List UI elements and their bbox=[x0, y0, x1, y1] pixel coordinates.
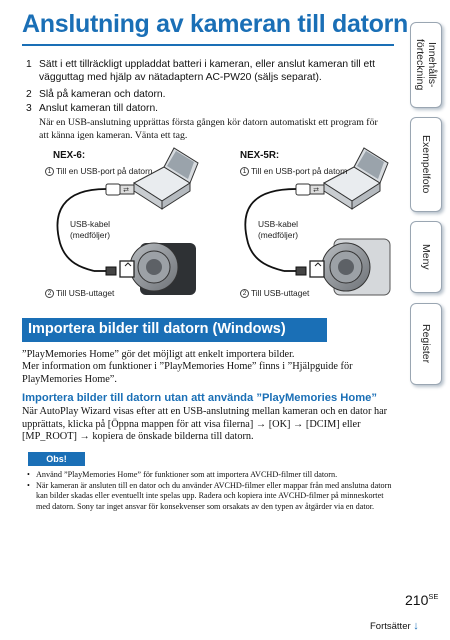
svg-text:⇄: ⇄ bbox=[123, 187, 129, 194]
subsection-body: När AutoPlay Wizard visas efter att en U… bbox=[22, 406, 388, 443]
bullet-dot: • bbox=[27, 470, 30, 479]
step-1: 1 Sätt i ett tillräckligt uppladdat batt… bbox=[26, 58, 386, 84]
step-text: Sätt i ett tillräckligt uppladdat batter… bbox=[39, 59, 375, 83]
title-rule bbox=[22, 44, 394, 46]
camera-illustration-right bbox=[284, 238, 391, 296]
step-3-note: När en USB-anslutning upprättas första g… bbox=[39, 117, 378, 141]
tab-sample-photos[interactable]: Exempelfoto bbox=[410, 117, 442, 212]
tab-label: Meny bbox=[420, 244, 432, 270]
notice-bullet-text: Använd ”PlayMemories Home” för funktione… bbox=[36, 470, 338, 479]
model-label-nex6: NEX-6: bbox=[53, 150, 86, 161]
continued-link[interactable]: Fortsätter ↓ bbox=[370, 620, 419, 632]
section-heading: Importera bilder till datorn (Windows) bbox=[22, 318, 327, 342]
step-text: Anslut kameran till datorn. bbox=[39, 103, 159, 114]
continued-label: Fortsätter bbox=[370, 621, 411, 632]
side-navigation: Innehålls- förteckning Exempelfoto Meny … bbox=[410, 22, 448, 402]
subheading: Importera bilder till datorn utan att an… bbox=[22, 392, 377, 404]
usb-socket-label: Till USB-uttaget bbox=[251, 288, 310, 298]
page-number: 210SE bbox=[405, 592, 438, 608]
callout-number-2: 2 bbox=[240, 289, 249, 298]
step-2: 2 Slå på kameran och datorn. bbox=[26, 88, 386, 101]
section-intro-2: Mer information om funktioner i ”PlayMem… bbox=[22, 361, 353, 385]
callout-number-1: 1 bbox=[240, 167, 249, 176]
arrow-down-icon: ↓ bbox=[413, 620, 419, 632]
usb-cable-label-left: USB-kabel (medföljer) bbox=[70, 219, 111, 240]
model-label-nex5r: NEX-5R: bbox=[240, 150, 280, 161]
step-number: 1 bbox=[26, 59, 32, 70]
page-title: Anslutning av kameran till datorn bbox=[22, 10, 408, 38]
page-locale: SE bbox=[428, 592, 439, 601]
page-number-value: 210 bbox=[405, 592, 429, 608]
step-number: 2 bbox=[26, 89, 32, 100]
usb-port-label: Till en USB-port på datorn bbox=[251, 166, 348, 176]
usb-plug-computer-left: ⇄ bbox=[56, 183, 135, 272]
tab-table-of-contents[interactable]: Innehålls- förteckning bbox=[410, 22, 442, 108]
step-number: 3 bbox=[26, 103, 32, 114]
laptop-illustration-left bbox=[133, 147, 199, 210]
svg-text:⇄: ⇄ bbox=[313, 187, 319, 194]
notice-bullet-text: När kameran är ansluten till en dator oc… bbox=[36, 481, 392, 511]
callout-number-2: 2 bbox=[45, 289, 54, 298]
tab-menu[interactable]: Meny bbox=[410, 221, 442, 293]
step-text: Slå på kameran och datorn. bbox=[39, 89, 166, 100]
notice-bullet: • Använd ”PlayMemories Home” för funktio… bbox=[27, 470, 392, 480]
usb-socket-label: Till USB-uttaget bbox=[56, 288, 115, 298]
laptop-illustration-right bbox=[323, 147, 389, 210]
section-intro-1: ”PlayMemories Home” gör det möjligt att … bbox=[22, 349, 295, 360]
tab-index[interactable]: Register bbox=[410, 303, 442, 385]
usb-plug-computer-right: ⇄ bbox=[244, 183, 325, 272]
notice-bullet: • När kameran är ansluten till en dator … bbox=[27, 481, 392, 512]
notice-badge: Obs! bbox=[28, 452, 85, 466]
callout-number-1: 1 bbox=[45, 167, 54, 176]
connection-diagram: ⇄ ⇄ bbox=[56, 147, 391, 296]
usb-port-label: Till en USB-port på datorn bbox=[56, 166, 153, 176]
camera-illustration-left bbox=[94, 242, 196, 295]
usb-cable-label-right: USB-kabel (medföljer) bbox=[258, 219, 299, 240]
step-3: 3 Anslut kameran till datorn. bbox=[26, 102, 386, 115]
tab-label: Register bbox=[420, 324, 432, 364]
bullet-dot: • bbox=[27, 481, 30, 490]
tab-label: Innehålls- förteckning bbox=[414, 39, 438, 91]
connection-illustration: ⇄ ⇄ bbox=[22, 143, 394, 303]
tab-label: Exempelfoto bbox=[420, 135, 432, 194]
